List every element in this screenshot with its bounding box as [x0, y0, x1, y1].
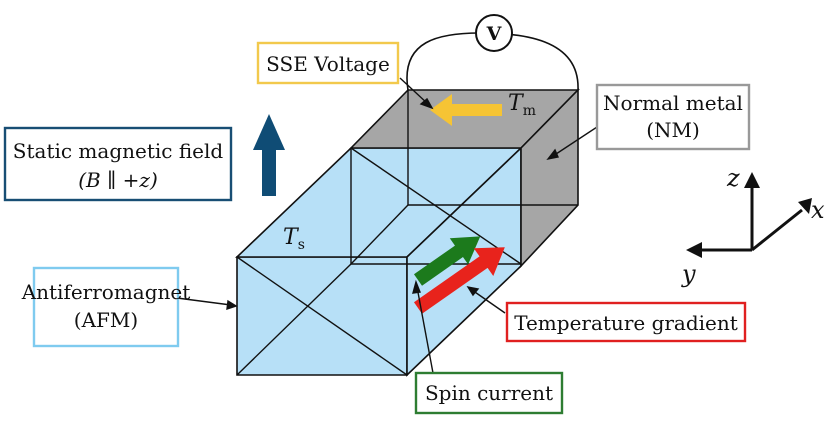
axis-z-label: z — [726, 164, 740, 192]
spin-current-arrow — [413, 236, 481, 286]
normal-metal-box: Normal metal (NM) — [595, 83, 751, 151]
temperature-gradient-arrow — [413, 247, 505, 314]
sse-voltage-label: SSE Voltage — [266, 52, 390, 76]
afm-label-1: Antiferromagnet — [21, 280, 191, 304]
normal-metal-label-2: (NM) — [646, 118, 700, 142]
spin-current-box: Spin current — [414, 371, 564, 415]
temperature-gradient-label: Temperature gradient — [514, 311, 738, 335]
sse-voltage-box: SSE Voltage — [256, 41, 400, 85]
t-m-label: Tm — [508, 91, 536, 119]
afm-label-2: (AFM) — [74, 308, 138, 332]
sse-arrow — [430, 94, 502, 126]
spin-current-label: Spin current — [425, 381, 553, 405]
field-arrow — [253, 114, 285, 196]
axes-icon — [686, 172, 812, 258]
voltmeter-circle-icon: V — [475, 14, 513, 52]
static-field-label-2: (B ∥ +z) — [78, 168, 158, 192]
voltmeter-label: V — [486, 23, 503, 45]
static-field-label-1: Static magnetic field — [13, 139, 224, 163]
t-s-label: Ts — [283, 225, 305, 253]
static-field-box: Static magnetic field (B ∥ +z) — [3, 126, 233, 202]
normal-metal-label-1: Normal metal — [603, 91, 743, 115]
temperature-gradient-box: Temperature gradient — [505, 301, 747, 343]
axis-y-label: y — [681, 260, 696, 288]
axis-x-label: x — [811, 196, 825, 224]
pointer-lines — [176, 77, 598, 374]
afm-box: Antiferromagnet (AFM) — [21, 266, 191, 348]
